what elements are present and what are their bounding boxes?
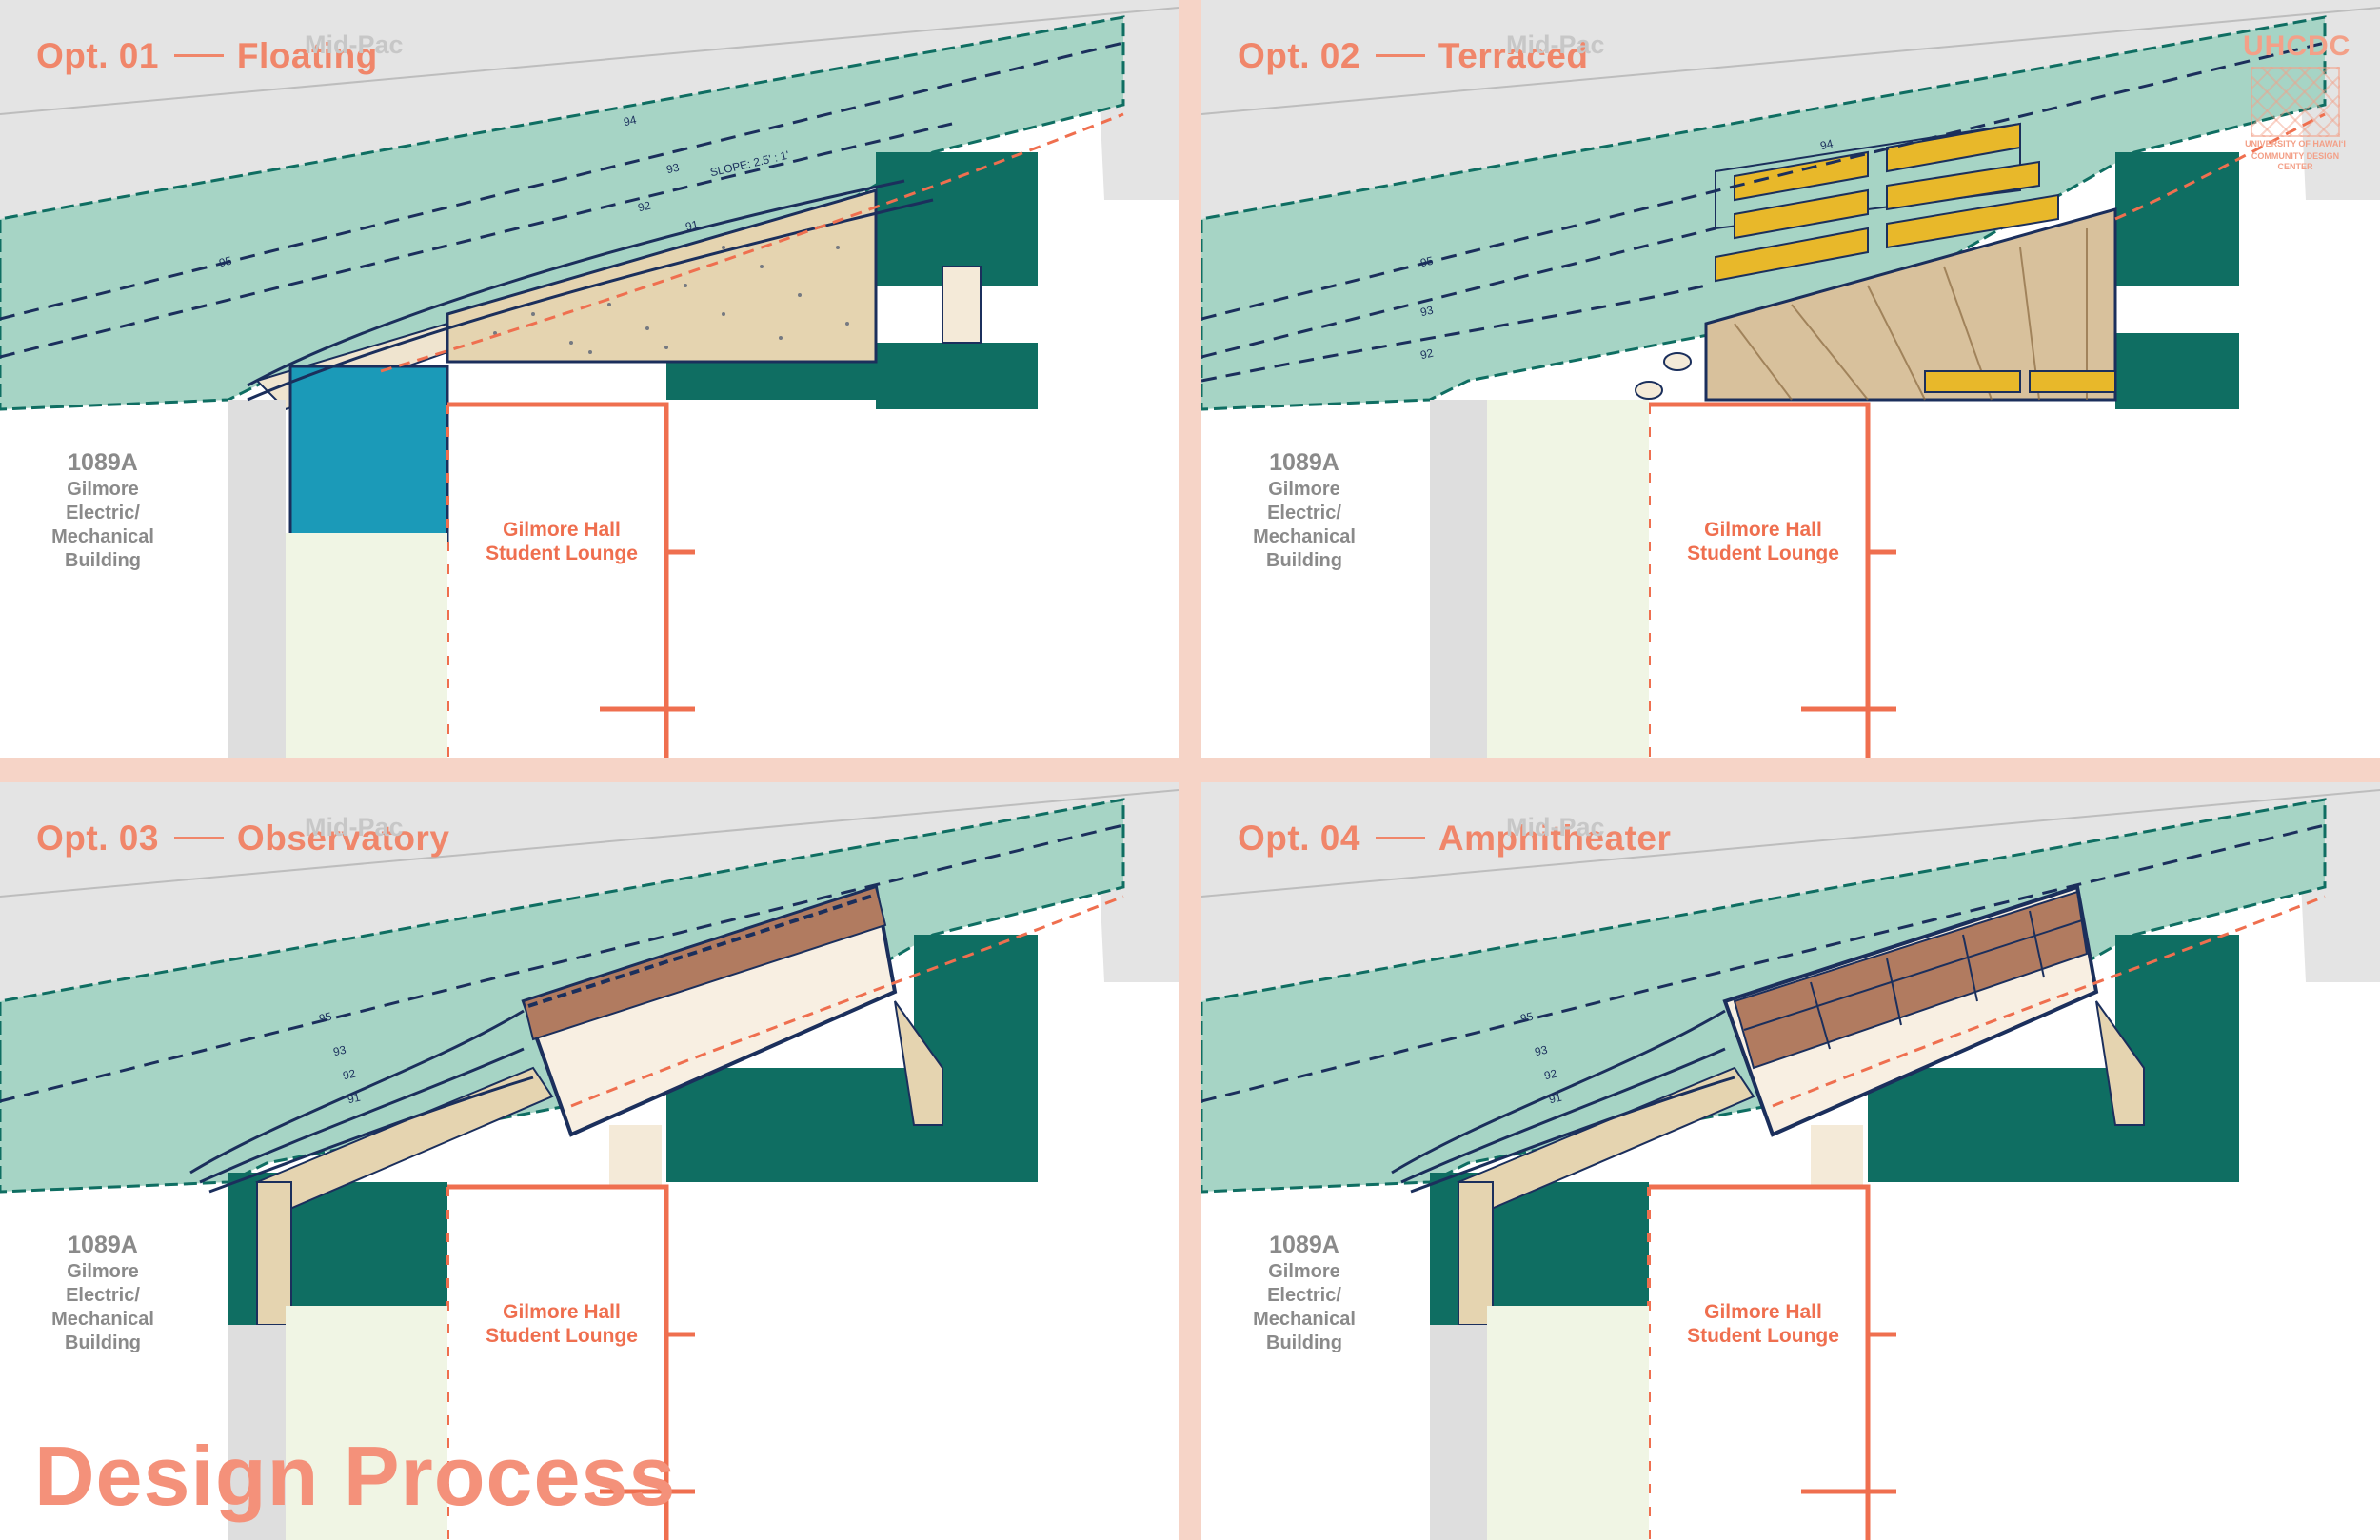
lounge-label: Gilmore Hall Student Lounge: [466, 518, 657, 565]
site-plan-floating: [0, 0, 1179, 758]
lounge-label: Gilmore Hall Student Lounge: [1668, 1300, 1858, 1348]
lounge-name-line: Gilmore Hall: [503, 519, 621, 541]
contour-label: 94: [1818, 136, 1835, 153]
street-label: Mid-Pac: [1506, 813, 1605, 841]
building-name-line: Electric/: [1267, 1285, 1341, 1306]
logo-subtitle: COMMUNITY DESIGN CENTER: [2251, 151, 2340, 171]
title-dash: [1375, 53, 1425, 57]
lounge-name-line: Student Lounge: [486, 1325, 638, 1347]
building-name-line: Gilmore: [1268, 479, 1340, 500]
contour-label: 92: [1542, 1066, 1558, 1083]
panel-opt-03: Opt. 03 Observatory Mid-Pac 1089A Gilmore…: [0, 782, 1179, 1540]
contour-label: 93: [331, 1042, 347, 1059]
contour-label: 91: [1547, 1090, 1563, 1107]
option-name: Terraced: [1438, 36, 1589, 75]
street-label: Mid-Pac: [1506, 30, 1605, 59]
site-plan-terraced: [1201, 0, 2380, 758]
contour-label: 92: [1418, 346, 1435, 363]
option-name: Floating: [236, 36, 378, 75]
option-name: Observatory: [236, 819, 450, 858]
panel-opt-04: Opt. 04 Amphitheater Mid-Pac 1089A Gilmor…: [1201, 782, 2380, 1540]
option-title: Opt. 03 Observatory: [36, 819, 449, 859]
contour-label: 95: [317, 1009, 333, 1026]
lounge-name-line: Student Lounge: [486, 543, 638, 564]
building-name-line: Electric/: [66, 503, 140, 523]
title-dash: [173, 836, 224, 839]
option-number: Opt. 03: [36, 819, 159, 858]
panel-opt-02: Opt. 02 Terraced Mid-Pac 1089A Gilmore El…: [1201, 0, 2380, 758]
building-label: 1089A Gilmore Electric/ Mechanical Build…: [1228, 1230, 1380, 1355]
street-label: Mid-Pac: [305, 813, 404, 841]
page-title: Design Process: [34, 1429, 677, 1523]
option-number: Opt. 04: [1238, 819, 1360, 858]
logo-subtitle: UNIVERSITY OF HAWAIʻI: [2245, 139, 2346, 148]
building-label: 1089A Gilmore Electric/ Mechanical Build…: [27, 1230, 179, 1355]
building-number: 1089A: [1269, 1232, 1339, 1258]
building-name-line: Mechanical: [1253, 526, 1356, 547]
lounge-label: Gilmore Hall Student Lounge: [466, 1300, 657, 1348]
contour-label: 94: [622, 112, 638, 129]
building-name-line: Mechanical: [51, 1309, 154, 1330]
option-title: Opt. 01 Floating: [36, 36, 378, 76]
building-name-line: Electric/: [66, 1285, 140, 1306]
building-name-line: Building: [65, 550, 141, 571]
title-dash: [173, 53, 224, 57]
lounge-name-line: Student Lounge: [1687, 1325, 1839, 1347]
building-name-line: Mechanical: [1253, 1309, 1356, 1330]
building-name-line: Electric/: [1267, 503, 1341, 523]
building-label: 1089A Gilmore Electric/ Mechanical Build…: [1228, 447, 1380, 573]
building-name-line: Building: [65, 1333, 141, 1353]
title-dash: [1375, 836, 1425, 839]
building-number: 1089A: [1269, 449, 1339, 476]
street-label: Mid-Pac: [305, 30, 404, 59]
contour-label: 95: [1418, 253, 1435, 270]
option-title: Opt. 04 Amphitheater: [1238, 819, 1671, 859]
contour-label: 93: [664, 160, 681, 177]
option-number: Opt. 01: [36, 36, 159, 75]
building-name-line: Building: [1266, 550, 1342, 571]
lounge-name-line: Gilmore Hall: [503, 1301, 621, 1323]
logo-pattern-icon: [2251, 67, 2340, 137]
building-name-line: Gilmore: [67, 1261, 139, 1282]
contour-label: 95: [217, 253, 233, 270]
contour-label: 95: [1518, 1009, 1535, 1026]
contour-label: 92: [636, 198, 652, 215]
contour-label: 91: [684, 217, 700, 234]
building-name-line: Gilmore: [67, 479, 139, 500]
lounge-name-line: Gilmore Hall: [1704, 519, 1822, 541]
contour-label: 93: [1418, 303, 1435, 320]
building-number: 1089A: [68, 449, 138, 476]
building-name-line: Gilmore: [1268, 1261, 1340, 1282]
site-plan-observatory: [0, 782, 1179, 1540]
panel-opt-01: Opt. 01 Floating Mid-Pac 1089A Gilmore El…: [0, 0, 1179, 758]
option-name: Amphitheater: [1438, 819, 1672, 858]
lounge-name-line: Student Lounge: [1687, 543, 1839, 564]
contour-label: 93: [1533, 1042, 1549, 1059]
logo-mark: UHCDC: [2243, 30, 2351, 62]
building-name-line: Building: [1266, 1333, 1342, 1353]
building-number: 1089A: [68, 1232, 138, 1258]
lounge-label: Gilmore Hall Student Lounge: [1668, 518, 1858, 565]
site-plan-amphitheater: [1201, 782, 2380, 1540]
option-number: Opt. 02: [1238, 36, 1360, 75]
contour-label: 91: [346, 1090, 362, 1107]
lounge-name-line: Gilmore Hall: [1704, 1301, 1822, 1323]
contour-label: 92: [341, 1066, 357, 1083]
option-title: Opt. 02 Terraced: [1238, 36, 1589, 76]
building-name-line: Mechanical: [51, 526, 154, 547]
building-label: 1089A Gilmore Electric/ Mechanical Build…: [27, 447, 179, 573]
uhcdc-logo: UHCDC UNIVERSITY OF HAWAIʻI COMMUNITY DE…: [2243, 30, 2351, 172]
